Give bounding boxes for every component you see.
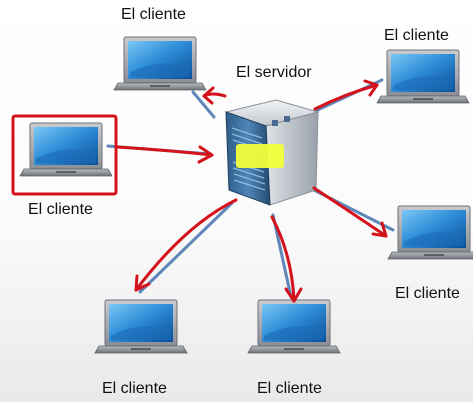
client-label: El cliente	[28, 201, 93, 218]
laptop-icon	[376, 49, 470, 104]
arrow-to-top-client	[202, 86, 227, 105]
laptop-icon	[387, 205, 473, 260]
selection-box	[11, 114, 118, 196]
client-label: El cliente	[384, 27, 449, 44]
laptop-icon	[94, 299, 188, 354]
arrow-to-top-right-client	[313, 79, 379, 111]
client-label: El cliente	[121, 6, 186, 23]
connector-server-top-client	[191, 90, 216, 119]
client-label: El cliente	[395, 285, 460, 302]
laptop-icon	[113, 36, 207, 91]
server-highlight	[236, 144, 284, 168]
laptop-icon	[247, 299, 341, 354]
arrow-to-bottom-left-client	[134, 198, 238, 292]
connector-server-bottom-left-client	[138, 201, 234, 294]
arrow-to-right-client	[312, 186, 388, 238]
server-label: El servidor	[236, 64, 312, 81]
arrow-left-client-to-server	[115, 145, 214, 164]
client-label: El cliente	[102, 380, 167, 397]
laptop-icon	[19, 122, 113, 177]
annotation-arrows	[11, 79, 388, 303]
client-label: El cliente	[257, 380, 322, 397]
arrow-to-bottom-client	[270, 215, 303, 303]
